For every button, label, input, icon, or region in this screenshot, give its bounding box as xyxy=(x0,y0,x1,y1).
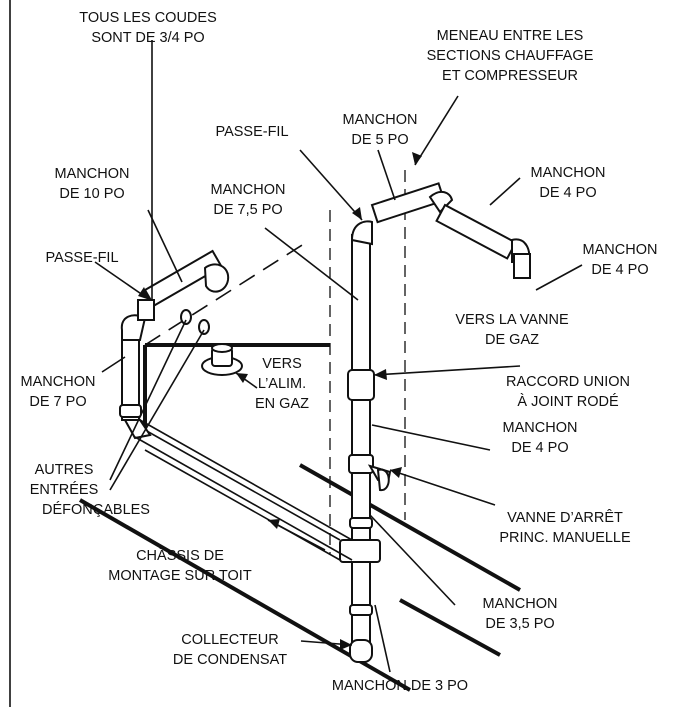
label-manchon7-1: MANCHON xyxy=(21,374,96,390)
label-shutoff-1: VANNE D’ARRÊT xyxy=(507,509,623,526)
label-manchon5-1: MANCHON xyxy=(343,112,418,128)
label-manchon10-1: MANCHON xyxy=(55,166,130,182)
label-manchon4b-2: DE 4 PO xyxy=(591,262,648,278)
label-manchon4c-1: MANCHON xyxy=(503,420,578,436)
callout-labels: TOUS LES COUDES SONT DE 3/4 PO MENEAU EN… xyxy=(21,10,658,694)
label-elbows-2: SONT DE 3/4 PO xyxy=(91,30,204,46)
label-manchon35-2: DE 3,5 PO xyxy=(485,616,554,632)
label-knockouts-2: ENTRÉES xyxy=(30,481,99,498)
label-shutoff-2: PRINC. MANUELLE xyxy=(499,530,631,546)
label-union-2: À JOINT RODÉ xyxy=(517,393,619,410)
label-curb-2: MONTAGE SUR TOIT xyxy=(108,568,252,584)
label-mullion-1: MENEAU ENTRE LES xyxy=(437,28,584,44)
label-elbows-1: TOUS LES COUDES xyxy=(79,10,217,26)
label-knockouts-3: DÉFONÇABLES xyxy=(42,501,150,518)
shutoff-valve xyxy=(367,464,392,491)
label-gas-supply-3: EN GAZ xyxy=(255,396,309,412)
knockouts xyxy=(180,309,210,335)
label-manchon75-1: MANCHON xyxy=(211,182,286,198)
label-drip-1: COLLECTEUR xyxy=(181,632,279,648)
supply-pipe xyxy=(134,419,353,561)
label-manchon35-1: MANCHON xyxy=(483,596,558,612)
label-manchon4b-1: MANCHON xyxy=(583,242,658,258)
label-mullion-3: ET COMPRESSEUR xyxy=(442,68,578,84)
upper-piping xyxy=(350,182,531,279)
label-passe-fil-left: PASSE-FIL xyxy=(45,250,118,266)
label-manchon5-2: DE 5 PO xyxy=(351,132,408,148)
label-gas-valve-1: VERS LA VANNE xyxy=(455,312,569,328)
label-manchon10-2: DE 10 PO xyxy=(59,186,124,202)
label-mullion-2: SECTIONS CHAUFFAGE xyxy=(427,48,594,64)
label-manchon4c-2: DE 4 PO xyxy=(511,440,568,456)
arrowheads xyxy=(138,152,422,650)
label-gas-supply-1: VERS xyxy=(262,356,302,372)
label-gas-supply-2: L’ALIM. xyxy=(258,376,306,392)
label-manchon7-2: DE 7 PO xyxy=(29,394,86,410)
gas-supply-fitting xyxy=(201,343,243,376)
label-drip-2: DE CONDENSAT xyxy=(173,652,287,668)
label-curb-1: CHÂSSIS DE xyxy=(136,547,224,564)
label-manchon4a-1: MANCHON xyxy=(531,165,606,181)
leader-lines xyxy=(94,40,583,673)
unit-panel xyxy=(143,239,341,561)
label-passe-fil-right: PASSE-FIL xyxy=(215,124,288,140)
label-manchon3: MANCHON DE 3 PO xyxy=(332,678,468,694)
label-manchon75-2: DE 7,5 PO xyxy=(213,202,282,218)
label-manchon4a-2: DE 4 PO xyxy=(539,185,596,201)
left-piping xyxy=(119,249,230,440)
label-gas-valve-2: DE GAZ xyxy=(485,332,539,348)
label-union-1: RACCORD UNION xyxy=(506,374,630,390)
label-knockouts-1: AUTRES xyxy=(35,462,94,478)
main-riser xyxy=(339,234,381,663)
